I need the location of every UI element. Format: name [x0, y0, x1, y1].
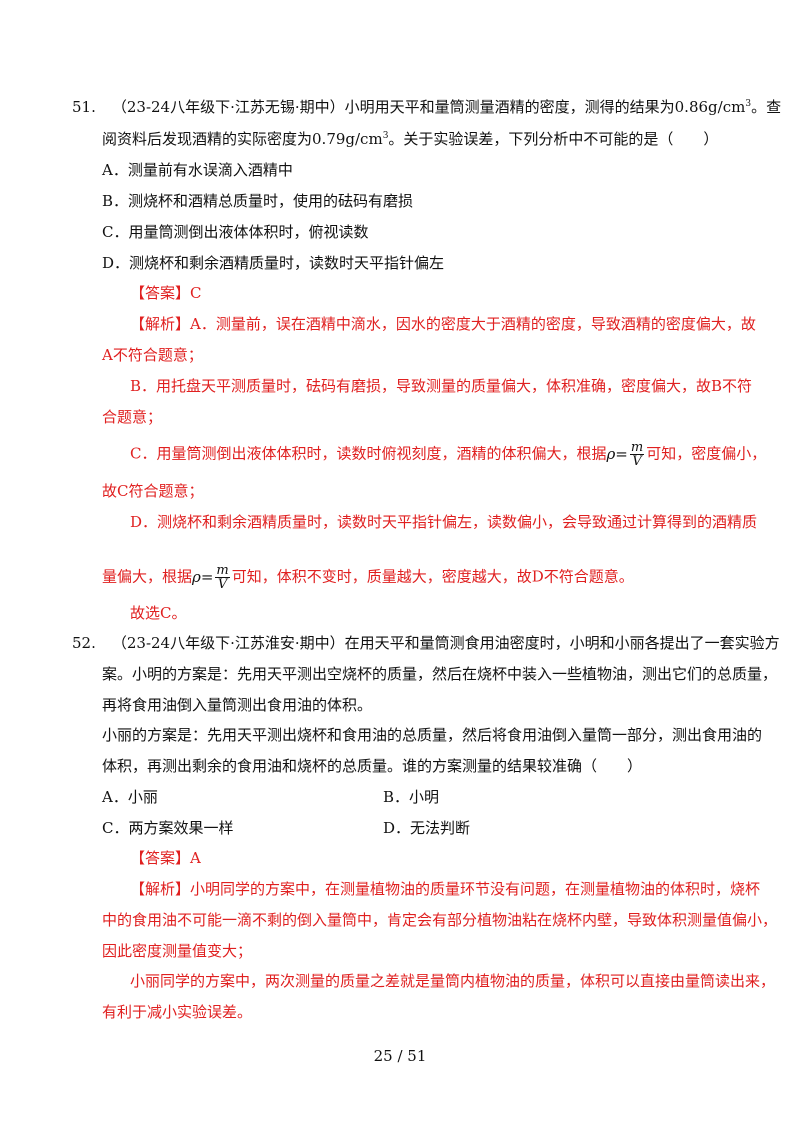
q51-option-b: B．测烧杯和酒精总质量时，使用的砝码有磨损: [102, 192, 414, 210]
q51-conclusion: 故选C。: [130, 604, 187, 622]
q52-stem-line2: 案。小明的方案是：先用天平测出空烧杯的质量，然后在烧杯中装入一些植物油，测出它们…: [102, 665, 778, 683]
q51-option-c: C．用量筒测倒出液体体积时，俯视读数: [102, 223, 369, 241]
q51-source: （23-24八年级下·江苏无锡·期中）: [111, 98, 345, 116]
q52-answer: 【答案】A: [130, 849, 201, 867]
q52-stem-line5: 体积，再测出剩余的食用油和烧杯的总质量。谁的方案测量的结果较准确（ ）: [102, 757, 643, 775]
q52-option-d: D．无法判断: [383, 819, 471, 837]
q52-option-c: C．两方案效果一样: [102, 819, 234, 837]
q52-option-a: A．小丽: [102, 788, 158, 806]
q52-analysis-l5: 有利于减小实验误差。: [102, 1003, 253, 1021]
q52-stem-line3: 再将食用油倒入量筒测出食用油的体积。: [102, 696, 373, 714]
q51-number: 51.: [72, 98, 96, 116]
q51-analysis-b2: 合题意；: [102, 408, 163, 426]
q51-analysis-c2: 故C符合题意；: [102, 482, 204, 500]
q52-stem-line1: 52.（23-24八年级下·江苏淮安·期中）在用天平和量筒测食用油密度时，小明和…: [72, 634, 780, 652]
q51-stem-line1: 51.（23-24八年级下·江苏无锡·期中）小明用天平和量筒测量酒精的密度，测得…: [72, 98, 782, 116]
q51-analysis-b1: B．用托盘天平测质量时，砝码有磨损，导致测量的质量偏大，体积准确，密度偏大，故B…: [130, 377, 753, 395]
page-number: 25 / 51: [373, 1047, 427, 1065]
q52-stem-line4: 小丽的方案是：先用天平测出烧杯和食用油的总质量，然后将食用油倒入量筒一部分，测出…: [102, 726, 763, 744]
q51-option-d: D．测烧杯和剩余酒精质量时，读数时天平指针偏左: [102, 254, 445, 272]
q51-option-a: A．测量前有水误滴入酒精中: [102, 161, 293, 179]
q51-analysis-a1: 【解析】A．测量前，误在酒精中滴水，因水的密度大于酒精的密度，导致酒精的密度偏大…: [130, 315, 756, 333]
q51-stem-line2: 阅资料后发现酒精的实际密度为0.79g/cm3。关于实验误差，下列分析中不可能的…: [102, 130, 719, 148]
q51-answer: 【答案】C: [130, 284, 202, 302]
q52-analysis-l2: 中的食用油不可能一滴不剩的倒入量筒中，肯定会有部分植物油粘在烧杯内壁，导致体积测…: [102, 911, 778, 929]
q52-number: 52.: [72, 634, 96, 652]
q51-analysis-d1: D．测烧杯和剩余酒精质量时，读数时天平指针偏左，读数偏小，会导致通过计算得到的酒…: [130, 513, 758, 531]
q52-analysis-l3: 因此密度测量值变大；: [102, 942, 253, 960]
q52-analysis-l4: 小丽同学的方案中，两次测量的质量之差就是量筒内植物油的质量，体积可以直接由量筒读…: [130, 972, 776, 990]
q52-analysis-l1: 【解析】小明同学的方案中，在测量植物油的质量环节没有问题，在测量植物油的体积时，…: [130, 880, 761, 898]
q51-analysis-a2: A不符合题意；: [102, 346, 203, 364]
q52-option-b: B．小明: [383, 788, 440, 806]
